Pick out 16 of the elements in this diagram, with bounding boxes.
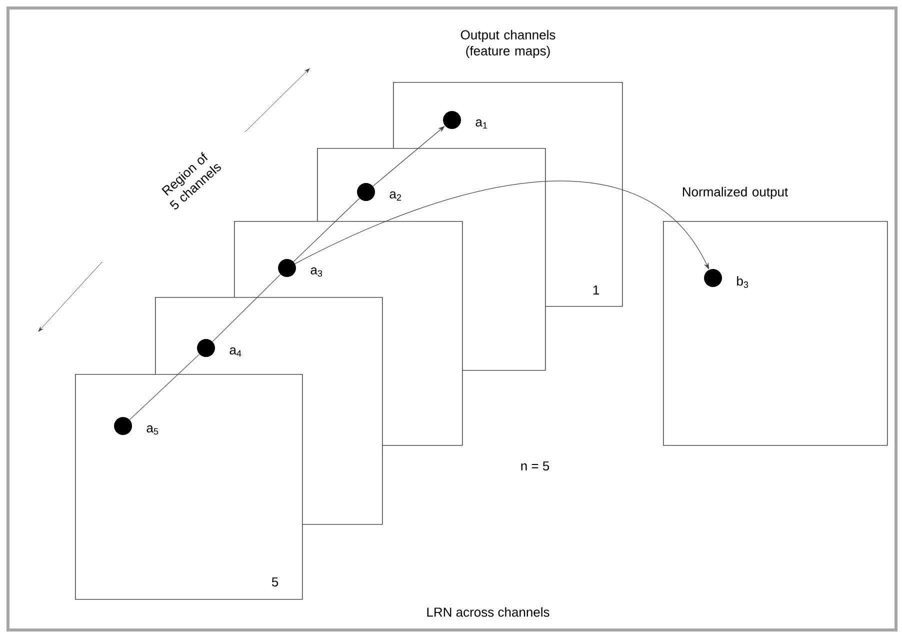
- dot: [704, 269, 722, 287]
- dot-label: a$_{4}$: [230, 347, 242, 357]
- dot: [278, 259, 296, 277]
- dot: [114, 417, 132, 435]
- caption-text: n = 5: [521, 461, 550, 471]
- dot: [197, 339, 215, 357]
- dot-label: a$_{3}$: [310, 267, 322, 277]
- dot: [357, 183, 375, 201]
- dot-label: b$_{3}$: [737, 276, 748, 288]
- caption-text: LRN across channels: [427, 607, 550, 617]
- dot-label: a$_{1}$: [476, 119, 488, 129]
- node-label: Normalized output: [682, 186, 788, 200]
- dot-label: a$_{5}$: [146, 425, 158, 435]
- dot: [443, 111, 461, 129]
- dot-label: a$_{2}$: [390, 191, 402, 201]
- node-label: Output channels (feature maps): [460, 30, 556, 58]
